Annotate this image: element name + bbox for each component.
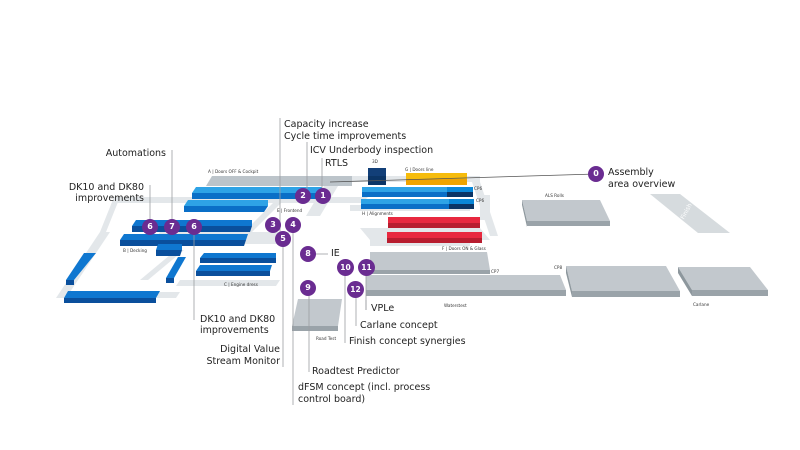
zone-label-h: H | Alignments [362,211,393,216]
callout-badge-1[interactable]: 1 [315,188,331,204]
label-icv-underbody: ICV Underbody inspection [310,145,434,156]
zone-label-road-test: Road Test [316,336,337,341]
callout-badge-9[interactable]: 9 [300,280,316,296]
zone-g-doors-line [406,173,467,185]
label-rtls: RTLS [325,158,349,169]
zone-carlane [678,267,768,296]
callout-badge-12[interactable]: 12 [347,281,364,298]
zone-label-e: E | Frontend [277,208,303,213]
zone-label-3d: 3D [372,159,378,164]
zone-h-alignments [361,187,474,209]
callout-badge-0[interactable]: 0 [588,166,604,182]
zone-finish [650,194,730,233]
zone-f-doors-on-glass [387,217,482,243]
zone-cp8 [566,266,680,297]
label-dk-bottom-1: DK10 and DK80 [200,314,276,325]
zone-label-waterstest: Waterstest [444,303,467,308]
zone-road-test [292,299,342,331]
label-dk-top-1: DK10 and DK80 [68,182,144,193]
zone-b-loop [64,253,186,303]
callout-badge-10[interactable]: 10 [337,259,354,276]
zone-label-als-rolls: ALS Rolls [545,193,564,198]
zone-label-a: A | Doors OFF & Cockpit [208,169,259,174]
zone-label-c: C | Engine dress [224,282,258,287]
label-dk-bottom-2: improvements [200,325,269,336]
callout-badge-4[interactable]: 4 [285,217,301,233]
callout-badge-8[interactable]: 8 [300,246,316,262]
label-ie: IE [331,248,340,259]
zone-c-engine-dress [196,253,276,276]
zone-label-carlane: Carlane [693,302,710,307]
zone-als-rolls [522,200,610,227]
callout-badge-5[interactable]: 5 [275,231,291,247]
zone-label-b: B | Decking [123,248,147,253]
callout-badge-7[interactable]: 7 [164,219,180,235]
label-roadtest-predictor: Roadtest Predictor [312,366,400,377]
label-dk-top-2: improvements [75,193,144,204]
zone-label-cp6a: CP6 [474,186,483,191]
zone-label-cp7: CP7 [491,269,500,274]
callout-badge-6a[interactable]: 6 [142,219,158,235]
zone-a-doors-off-cockpit [206,176,352,186]
zone-e-frontend [184,187,322,212]
label-dvsm-1: Digital Value [220,344,280,355]
callout-badge-6b[interactable]: 6 [186,219,202,235]
zone-label-cp8: CP8 [554,265,563,270]
zone-label-cp6b: CP6 [476,198,485,203]
label-cycle-time: Cycle time improvements [284,131,407,142]
label-dfsm-2: control board) [298,394,366,405]
label-dvsm-2: Stream Monitor [206,356,280,367]
zone-cp7 [370,252,490,274]
label-vple: VPLe [371,303,395,314]
label-assembly-2: area overview [608,179,676,190]
label-dfsm-1: dFSM concept (incl. process [298,382,431,393]
zone-label-f: F | Doors ON & Glass [442,246,486,251]
zone-3d [368,168,386,185]
label-capacity-increase: Capacity increase [284,119,369,130]
label-carlane-concept: Carlane concept [360,320,438,331]
zone-waterstest [366,275,566,296]
label-assembly-1: Assembly [608,167,654,178]
callout-badge-3[interactable]: 3 [265,217,281,233]
leader-lines [149,118,597,405]
zone-label-g: G | Doors line [405,167,434,172]
callout-badge-2[interactable]: 2 [295,188,311,204]
label-automations: Automations [105,148,166,159]
label-finish-concept: Finish concept synergies [349,336,466,347]
callout-badge-11[interactable]: 11 [358,259,375,276]
